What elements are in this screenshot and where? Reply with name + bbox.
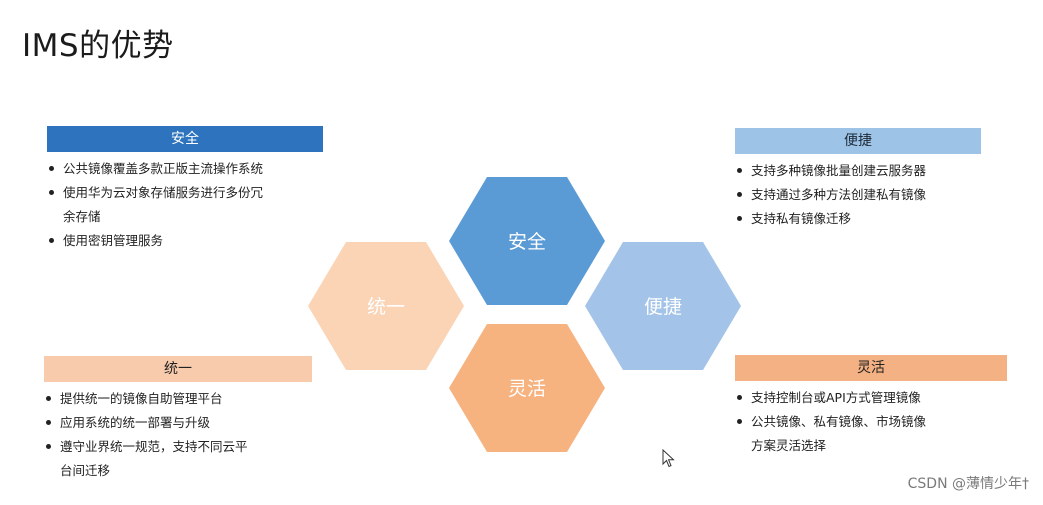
unified-item: 提供统一的镜像自助管理平台 [44,387,312,411]
convenience-header: 便捷 [735,128,981,154]
flexible-panel: 灵活 支持控制台或API方式管理镜像 公共镜像、私有镜像、市场镜像 方案灵活选择 [735,355,1007,458]
watermark: CSDN @薄情少年† [907,476,1029,492]
hex-security-label: 安全 [508,231,546,253]
convenience-panel: 便捷 支持多种镜像批量创建云服务器 支持通过多种方法创建私有镜像 支持私有镜像迁… [735,128,981,231]
convenience-item: 支持多种镜像批量创建云服务器 [735,159,981,183]
hex-convenience [585,242,741,370]
security-item: 使用华为云对象存储服务进行多份冗 [47,181,323,205]
flexible-item-continuation: 方案灵活选择 [751,438,827,453]
hex-unified [308,242,464,370]
unified-list: 提供统一的镜像自助管理平台 应用系统的统一部署与升级 遵守业界统一规范，支持不同… [44,387,312,483]
security-panel: 安全 公共镜像覆盖多款正版主流操作系统 使用华为云对象存储服务进行多份冗 余存储… [47,126,323,253]
security-item-continuation: 余存储 [63,209,101,224]
flexible-header: 灵活 [735,355,1007,381]
hex-convenience-label: 便捷 [644,296,682,318]
hex-security [449,177,605,305]
unified-header: 统一 [44,356,312,382]
security-header: 安全 [47,126,323,152]
security-item: 使用密钥管理服务 [47,229,323,253]
mouse-pointer-icon [662,449,675,468]
unified-panel: 统一 提供统一的镜像自助管理平台 应用系统的统一部署与升级 遵守业界统一规范，支… [44,356,312,483]
hex-flexible-label: 灵活 [508,378,546,400]
convenience-item: 支持私有镜像迁移 [735,207,981,231]
unified-item: 遵守业界统一规范，支持不同云平 [44,435,312,459]
flexible-item: 公共镜像、私有镜像、市场镜像 [735,410,1007,434]
hex-flexible [449,324,605,452]
page-title: IMS的优势 [22,28,174,64]
convenience-item: 支持通过多种方法创建私有镜像 [735,183,981,207]
unified-item: 应用系统的统一部署与升级 [44,411,312,435]
flexible-item: 支持控制台或API方式管理镜像 [735,386,1007,410]
flexible-list: 支持控制台或API方式管理镜像 公共镜像、私有镜像、市场镜像 方案灵活选择 [735,386,1007,458]
convenience-list: 支持多种镜像批量创建云服务器 支持通过多种方法创建私有镜像 支持私有镜像迁移 [735,159,981,231]
security-item: 公共镜像覆盖多款正版主流操作系统 [47,157,323,181]
unified-item-continuation: 台间迁移 [60,463,111,478]
security-list: 公共镜像覆盖多款正版主流操作系统 使用华为云对象存储服务进行多份冗 余存储 使用… [47,157,323,253]
hex-unified-label: 统一 [367,296,405,318]
